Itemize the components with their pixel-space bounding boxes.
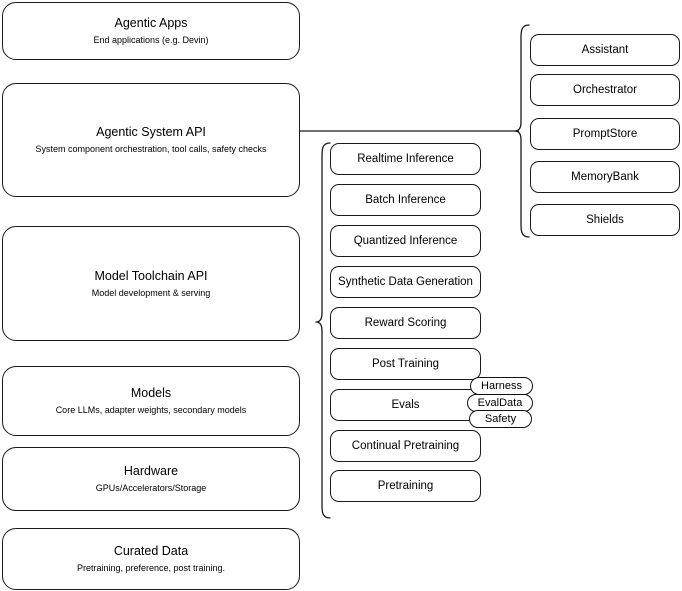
capability-label: Quantized Inference [353,234,458,247]
layer-subtitle: End applications (e.g. Devin) [93,35,209,45]
capability-realtime-inference[interactable]: Realtime Inference [330,143,481,175]
capability-evals[interactable]: Evals [330,389,481,421]
capability-label: Continual Pretraining [351,439,460,452]
capability-label: Batch Inference [365,193,446,206]
system-component-orchestrator[interactable]: Orchestrator [530,74,680,106]
system-component-memorybank[interactable]: MemoryBank [530,161,680,193]
capability-synthetic-data-generation[interactable]: Synthetic Data Generation [330,266,481,298]
capability-label: Synthetic Data Generation [338,275,473,288]
capability-reward-scoring[interactable]: Reward Scoring [330,307,481,339]
capability-batch-inference[interactable]: Batch Inference [330,184,481,216]
capability-label: Evals [391,398,420,411]
layer-agentic-system-api[interactable]: Agentic System API System component orch… [2,83,300,197]
layer-subtitle: GPUs/Accelerators/Storage [95,483,207,493]
system-component-label: Assistant [581,43,629,56]
layer-title: Hardware [123,464,179,478]
layer-title: Agentic System API [96,125,206,139]
layer-models[interactable]: Models Core LLMs, adapter weights, secon… [2,366,300,436]
system-component-label: PromptStore [572,127,638,140]
layer-agentic-apps[interactable]: Agentic Apps End applications (e.g. Devi… [2,2,300,60]
layer-subtitle: Pretraining, preference, post training. [76,563,226,573]
system-component-label: Shields [586,213,624,226]
system-component-promptstore[interactable]: PromptStore [530,118,680,150]
layer-title: Agentic Apps [114,16,188,30]
evals-badge-label: Harness [481,379,522,392]
layer-model-toolchain-api[interactable]: Model Toolchain API Model development & … [2,226,300,341]
capability-continual-pretraining[interactable]: Continual Pretraining [330,430,481,462]
layer-subtitle: Core LLMs, adapter weights, secondary mo… [55,405,247,415]
capability-pretraining[interactable]: Pretraining [330,470,481,502]
layer-hardware[interactable]: Hardware GPUs/Accelerators/Storage [2,447,300,511]
evals-badge-label: Safety [484,412,517,425]
capability-post-training[interactable]: Post Training [330,348,481,380]
system-component-label: Orchestrator [573,83,637,96]
capability-label: Realtime Inference [357,152,454,165]
capability-label: Post Training [371,357,440,370]
evals-badge-label: EvalData [477,396,523,409]
layer-subtitle: System component orchestration, tool cal… [35,144,267,154]
layer-title: Models [130,386,172,400]
layer-subtitle: Model development & serving [91,287,211,298]
system-component-assistant[interactable]: Assistant [530,34,680,66]
system-component-shields[interactable]: Shields [530,204,680,236]
capability-quantized-inference[interactable]: Quantized Inference [330,225,481,257]
capability-label: Reward Scoring [364,316,447,329]
layer-curated-data[interactable]: Curated Data Pretraining, preference, po… [2,528,300,590]
layer-title: Curated Data [113,544,189,558]
capability-label: Pretraining [377,479,434,492]
layer-title: Model Toolchain API [94,268,208,283]
evals-badge-harness[interactable]: Harness [470,377,533,395]
evals-badge-safety[interactable]: Safety [469,410,532,428]
system-component-label: MemoryBank [571,170,639,183]
